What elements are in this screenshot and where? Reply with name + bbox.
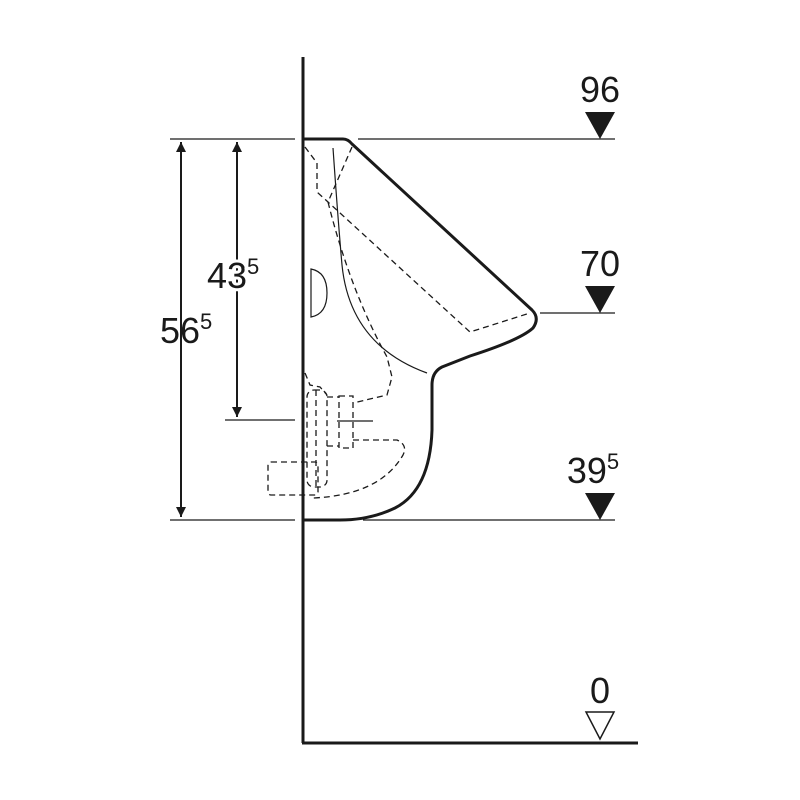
svg-text:0: 0 bbox=[590, 670, 610, 711]
svg-text:70: 70 bbox=[580, 243, 620, 284]
dimension-label-43-5: 435 bbox=[207, 254, 259, 296]
height-marker-96: 96 bbox=[580, 69, 620, 139]
svg-text:96: 96 bbox=[580, 69, 620, 110]
urinal-outline bbox=[303, 137, 538, 522]
dimension-label-56-5: 565 bbox=[160, 309, 212, 351]
filled-triangle-marker-icon bbox=[585, 493, 615, 520]
filled-triangle-marker-icon bbox=[585, 112, 615, 139]
height-marker-39-5: 395 bbox=[567, 449, 619, 520]
height-marker-0: 0 bbox=[584, 670, 616, 741]
filled-triangle-marker-icon bbox=[585, 286, 615, 313]
hidden-parts bbox=[267, 146, 531, 499]
bowl-inner-curve bbox=[332, 147, 428, 374]
height-marker-70: 70 bbox=[580, 243, 620, 313]
extension-lines bbox=[170, 138, 615, 521]
wall-opening bbox=[310, 268, 328, 318]
open-triangle-marker-icon bbox=[584, 711, 616, 741]
svg-text:395: 395 bbox=[567, 449, 619, 491]
